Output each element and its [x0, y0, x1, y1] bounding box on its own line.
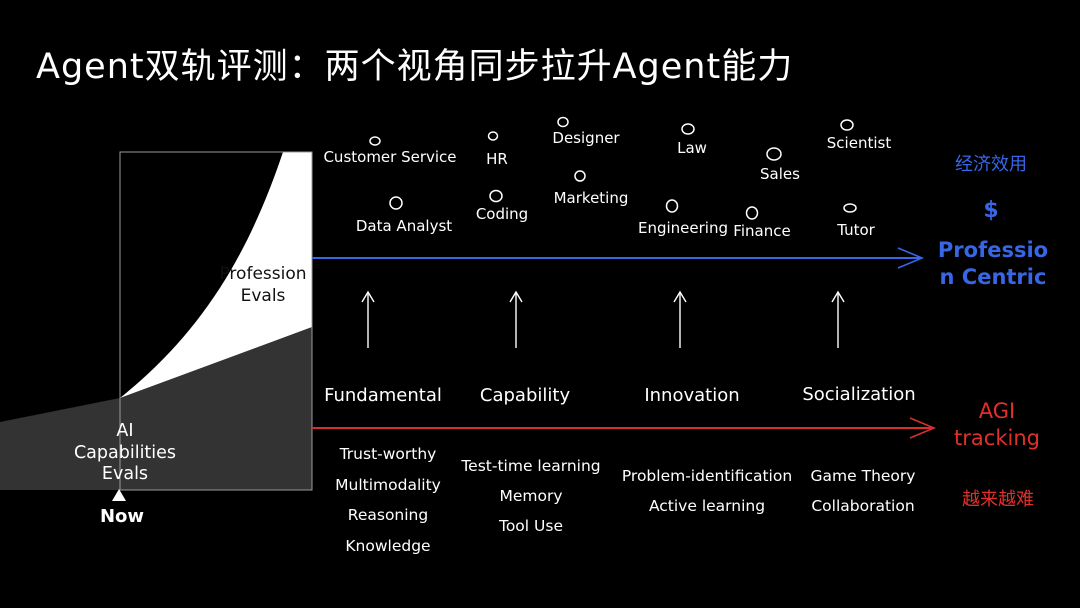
item-active-learning: Active learning	[648, 497, 766, 515]
item-collaboration: Collaboration	[811, 497, 915, 515]
profession-evals-label: Profession Evals	[219, 263, 306, 307]
profession-scientist: Scientist	[826, 134, 892, 152]
profession-law: Law	[677, 139, 707, 157]
profession-designer: Designer	[552, 129, 620, 147]
agi-tracking-line-2: tracking	[954, 426, 1040, 450]
agi-arrow-head	[909, 417, 937, 439]
up-arrow-2	[509, 290, 523, 348]
profession-sales: Sales	[760, 165, 800, 183]
profession-customer-service: Customer Service	[323, 148, 457, 166]
item-knowledge: Knowledge	[345, 536, 431, 555]
socialization-items: Game Theory Collaboration	[811, 461, 916, 521]
slide-title: Agent双轨评测：两个视角同步拉升Agent能力	[36, 47, 794, 87]
category-fundamental: Fundamental	[324, 385, 442, 406]
doodle-marketing	[574, 170, 586, 182]
doodle-law	[681, 123, 695, 135]
doodle-engineering	[665, 199, 679, 213]
item-trust-worthy: Trust-worthy	[339, 445, 437, 463]
profession-evals-area	[120, 152, 312, 398]
profession-evals-line-2: Evals	[240, 286, 286, 306]
item-test-time-learning: Test-time learning	[461, 457, 601, 475]
ai-evals-line-2: Capabilities	[73, 442, 177, 463]
category-capability: Capability	[479, 385, 571, 406]
agi-tracking-label: AGI tracking	[954, 398, 1040, 452]
profession-data-analyst: Data Analyst	[355, 217, 453, 235]
innovation-items: Problem-identification Active learning	[622, 461, 792, 521]
profession-marketing: Marketing	[553, 189, 629, 207]
up-arrow-4	[831, 290, 845, 348]
profession-centric-line-1: Professio	[937, 238, 1049, 262]
item-multimodality: Multimodality	[335, 475, 441, 494]
doodle-finance	[745, 206, 759, 220]
evals-frame	[119, 151, 313, 491]
item-tool-use: Tool Use	[498, 517, 563, 535]
capability-items: Test-time learning Memory Tool Use	[461, 451, 600, 541]
doodle-data-analyst	[389, 196, 403, 210]
category-innovation: Innovation	[644, 385, 740, 406]
ai-capabilities-area	[0, 327, 312, 490]
profession-centric-label: Professio n Centric	[938, 237, 1048, 291]
doodle-hr	[487, 131, 499, 141]
item-game-theory: Game Theory	[810, 467, 916, 485]
profession-coding: Coding	[475, 205, 529, 223]
profession-arrow-head	[897, 247, 925, 269]
agi-tracking-line-1: AGI	[978, 399, 1016, 423]
doodle-coding	[489, 189, 503, 203]
item-problem-identification: Problem-identification	[621, 467, 793, 485]
increasingly-difficult-label: 越来越难	[962, 489, 1034, 510]
now-marker	[112, 489, 126, 501]
doodle-designer	[557, 116, 569, 128]
profession-engineering: Engineering	[638, 219, 728, 237]
fundamental-items: Trust-worthy Multimodality Reasoning Kno…	[335, 439, 441, 561]
profession-tutor: Tutor	[837, 221, 875, 239]
dollar-icon: $	[983, 198, 999, 223]
economic-utility-label: 经济效用	[955, 154, 1027, 175]
profession-evals-line-1: Profession	[219, 264, 307, 284]
up-arrow-1	[361, 290, 375, 348]
doodle-customer-service	[369, 136, 381, 146]
profession-finance: Finance	[733, 222, 791, 240]
up-arrow-3	[673, 290, 687, 348]
ai-capabilities-label: AI Capabilities Evals	[74, 421, 176, 486]
profession-centric-line-2: n Centric	[939, 265, 1047, 289]
doodle-scientist	[840, 119, 854, 131]
profession-hr: HR	[486, 150, 508, 168]
ai-evals-line-3: Evals	[101, 464, 149, 484]
ai-evals-line-1: AI	[116, 421, 134, 441]
now-label: Now	[99, 506, 145, 527]
category-socialization: Socialization	[802, 384, 916, 405]
item-reasoning: Reasoning	[347, 506, 429, 524]
item-memory: Memory	[499, 487, 563, 505]
doodle-tutor	[843, 203, 857, 213]
doodle-sales	[766, 147, 782, 161]
